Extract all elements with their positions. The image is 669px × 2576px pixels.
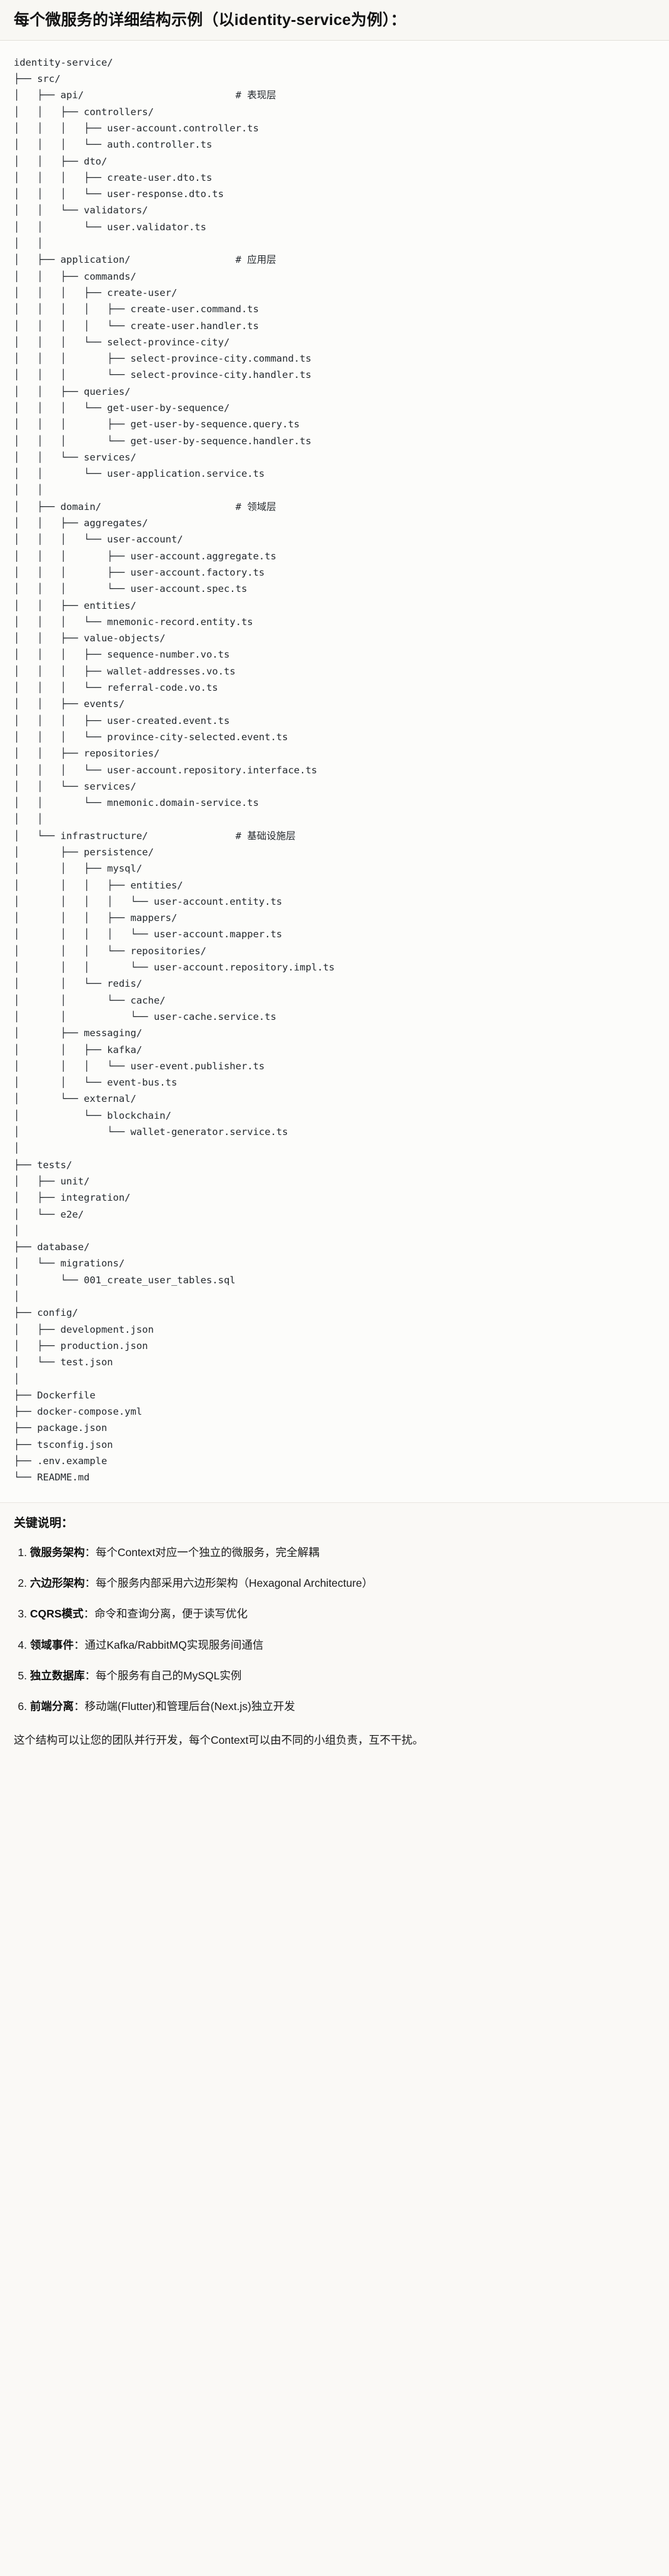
list-item: 独立数据库：每个服务有自己的MySQL实例: [30, 1667, 655, 1684]
note-term: 独立数据库: [30, 1669, 85, 1682]
directory-tree: identity-service/ ├── src/ │ ├── api/ # …: [14, 56, 335, 1484]
list-item: 六边形架构：每个服务内部采用六边形架构（Hexagonal Architectu…: [30, 1575, 655, 1592]
note-description: 移动端(Flutter)和管理后台(Next.js)独立开发: [84, 1699, 295, 1713]
note-separator: ：: [84, 1577, 96, 1590]
note-term: 六边形架构: [30, 1577, 85, 1590]
directory-tree-code-block: identity-service/ ├── src/ │ ├── api/ # …: [0, 40, 669, 1503]
note-term: 领域事件: [30, 1638, 74, 1651]
list-item: 前端分离：移动端(Flutter)和管理后台(Next.js)独立开发: [30, 1698, 655, 1715]
note-description: 每个服务内部采用六边形架构（Hexagonal Architecture）: [96, 1577, 373, 1590]
list-item: 领域事件：通过Kafka/RabbitMQ实现服务间通信: [30, 1637, 655, 1654]
closing-paragraph: 这个结构可以让您的团队并行开发，每个Context可以由不同的小组负责，互不干扰…: [14, 1733, 424, 1746]
page-title: 每个微服务的详细结构示例（以identity-service为例）：: [0, 0, 669, 41]
note-description: 通过Kafka/RabbitMQ实现服务间通信: [84, 1638, 264, 1651]
note-description: 每个Context对应一个独立的微服务，完全解耦: [96, 1546, 319, 1559]
note-description: 每个服务有自己的MySQL实例: [96, 1669, 242, 1682]
list-item: CQRS模式：命令和查询分离，便于读写优化: [30, 1606, 655, 1622]
key-notes-list: 微服务架构：每个Context对应一个独立的微服务，完全解耦 六边形架构：每个服…: [14, 1544, 655, 1715]
note-separator: ：: [84, 1669, 96, 1682]
note-separator: ：: [74, 1638, 85, 1651]
note-term: 前端分离: [30, 1699, 74, 1713]
key-notes-heading: 关键说明：: [14, 1516, 74, 1530]
note-description: 命令和查询分离，便于读写优化: [94, 1607, 248, 1621]
note-term: CQRS模式: [30, 1607, 84, 1621]
note-term: 微服务架构: [30, 1546, 85, 1559]
list-item: 微服务架构：每个Context对应一个独立的微服务，完全解耦: [30, 1544, 655, 1561]
note-separator: ：: [83, 1607, 95, 1621]
note-separator: ：: [84, 1546, 96, 1559]
note-separator: ：: [74, 1699, 85, 1713]
document-page: 每个微服务的详细结构示例（以identity-service为例）： ident…: [0, 0, 669, 1768]
key-notes-section: 关键说明： 微服务架构：每个Context对应一个独立的微服务，完全解耦 六边形…: [0, 1502, 669, 1768]
